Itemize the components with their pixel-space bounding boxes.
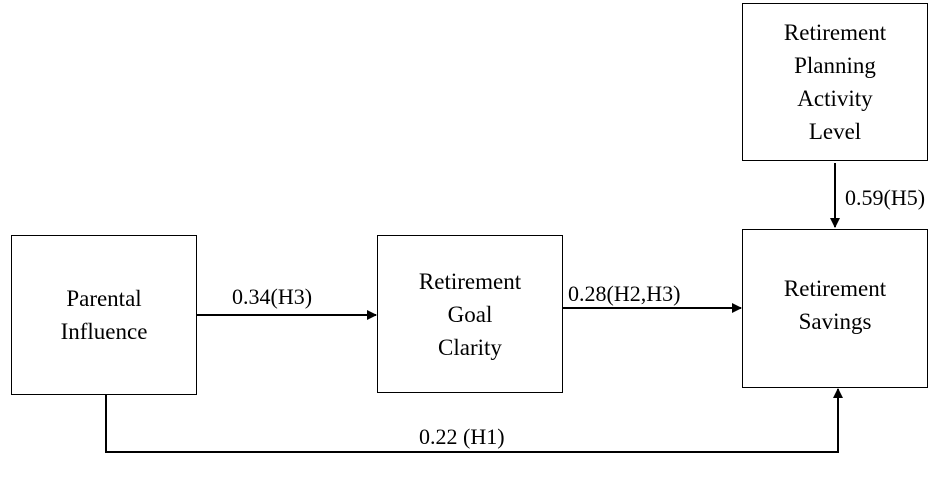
node-label-line: Activity [797, 86, 873, 111]
edge-label-goal-to-savings: 0.28(H2,H3) [568, 281, 681, 306]
edge-label-parental-to-goal: 0.34(H3) [232, 284, 313, 309]
node-retirement-goal-clarity: Retirement Goal Clarity [377, 235, 563, 393]
node-label-line: Clarity [438, 334, 502, 360]
node-retirement-goal-clarity-label: Retirement Goal Clarity [419, 265, 521, 364]
node-label-line: Retirement [783, 20, 887, 45]
edge-parental-to-savings-arrow [105, 388, 843, 453]
node-label-line: Goal [447, 301, 493, 327]
node-retirement-planning-activity-level: Retirement Planning Activity Level [742, 3, 928, 161]
node-label-line: Retirement [783, 276, 887, 301]
node-retirement-savings-label: Retirement Savings [784, 272, 886, 338]
node-label-line: Retirement [418, 268, 522, 294]
edge-label-parental-to-savings: 0.22 (H1) [419, 424, 505, 449]
node-retirement-planning-activity-level-label: Retirement Planning Activity Level [784, 16, 886, 148]
edge-label-planning-to-savings: 0.59(H5) [845, 185, 926, 210]
node-label-line: Influence [60, 319, 148, 344]
node-retirement-savings: Retirement Savings [742, 229, 928, 388]
node-parental-influence: Parental Influence [11, 235, 197, 395]
node-label-line: Savings [798, 309, 872, 334]
node-label-line: Planning [794, 53, 876, 78]
node-label-line: Parental [66, 286, 142, 311]
node-parental-influence-label: Parental Influence [61, 282, 148, 348]
node-label-line: Level [808, 119, 862, 144]
